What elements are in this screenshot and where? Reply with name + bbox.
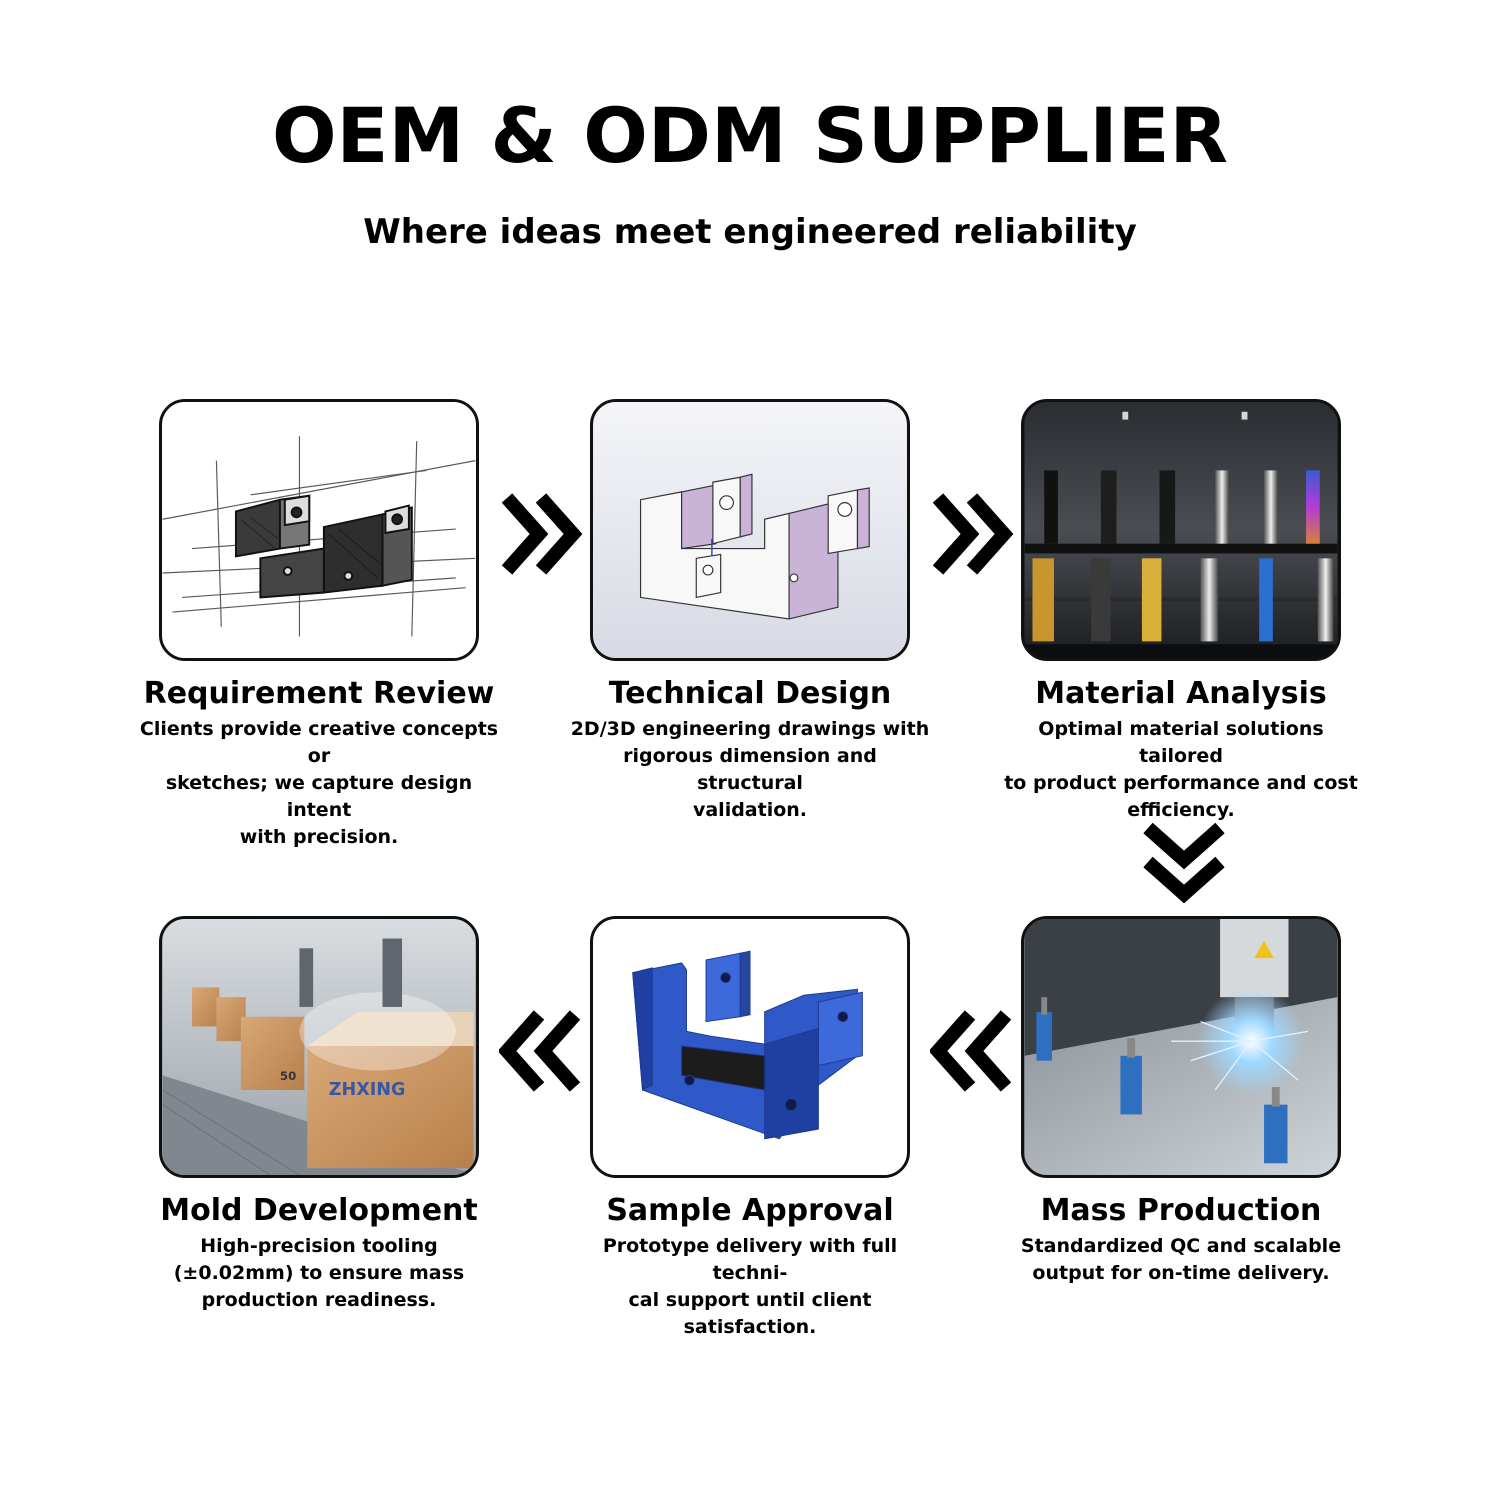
desc-line: rigorous dimension and structural (623, 745, 877, 794)
desc-line: Prototype delivery with full techni- (602, 1235, 898, 1284)
desc-line: cal support until client satisfaction. (628, 1289, 872, 1338)
step-title-mold-development: Mold Development (160, 1193, 478, 1228)
packaging-line-photo: ZHXING 50 (162, 919, 476, 1175)
technical-design-image (590, 399, 910, 661)
step-desc-mass-production: Standardized QC and scalable output for … (1001, 1233, 1361, 1287)
step-title-technical-design: Technical Design (608, 676, 892, 711)
page-title: OEM & ODM SUPPLIER (271, 91, 1229, 180)
step-desc-technical-design: 2D/3D engineering drawings with rigorous… (570, 716, 930, 824)
cad-illustration (593, 402, 907, 658)
requirement-review-image (159, 399, 479, 661)
desc-line: output for on-time delivery. (1032, 1262, 1330, 1284)
laser-cutting-photo (1024, 919, 1338, 1175)
sketch-illustration (162, 402, 476, 658)
page-subtitle: Where ideas meet engineered reliability (363, 212, 1137, 252)
desc-line: production readiness. (201, 1289, 437, 1311)
desc-line: 2D/3D engineering drawings with (570, 718, 930, 740)
double-chevron-right-icon (501, 493, 583, 575)
box-label-text: 50 (280, 1069, 296, 1083)
desc-line: with precision. (239, 826, 399, 848)
mass-production-image (1021, 916, 1341, 1178)
double-chevron-down-icon (1143, 822, 1225, 904)
step-desc-material-analysis: Optimal material solutions tailored to p… (1001, 716, 1361, 824)
step-title-mass-production: Mass Production (1040, 1193, 1322, 1228)
desc-line: High-precision tooling (200, 1235, 438, 1257)
desc-line: (±0.02mm) to ensure mass (173, 1262, 465, 1284)
step-title-material-analysis: Material Analysis (1035, 676, 1327, 711)
step-title-sample-approval: Sample Approval (606, 1193, 894, 1228)
box-brand-text: ZHXING (329, 1080, 406, 1100)
step-desc-sample-approval: Prototype delivery with full techni- cal… (570, 1233, 930, 1341)
desc-line: to product performance and cost (1004, 772, 1358, 794)
double-chevron-right-icon (932, 493, 1014, 575)
blue-sample-part (593, 919, 907, 1175)
materials-shelf-photo (1024, 402, 1338, 658)
step-desc-mold-development: High-precision tooling (±0.02mm) to ensu… (139, 1233, 499, 1314)
desc-line: Clients provide creative concepts or (139, 718, 499, 767)
desc-line: sketches; we capture design intent (165, 772, 473, 821)
step-desc-requirement-review: Clients provide creative concepts or ske… (139, 716, 499, 851)
double-chevron-left-icon (930, 1010, 1012, 1092)
material-analysis-image (1021, 399, 1341, 661)
desc-line: Standardized QC and scalable (1020, 1235, 1342, 1257)
desc-line: Optimal material solutions tailored (1038, 718, 1324, 767)
mold-development-image: ZHXING 50 (159, 916, 479, 1178)
desc-line: efficiency. (1127, 799, 1235, 821)
desc-line: validation. (692, 799, 808, 821)
double-chevron-left-icon (499, 1010, 581, 1092)
step-title-requirement-review: Requirement Review (143, 676, 495, 711)
sample-approval-image (590, 916, 910, 1178)
